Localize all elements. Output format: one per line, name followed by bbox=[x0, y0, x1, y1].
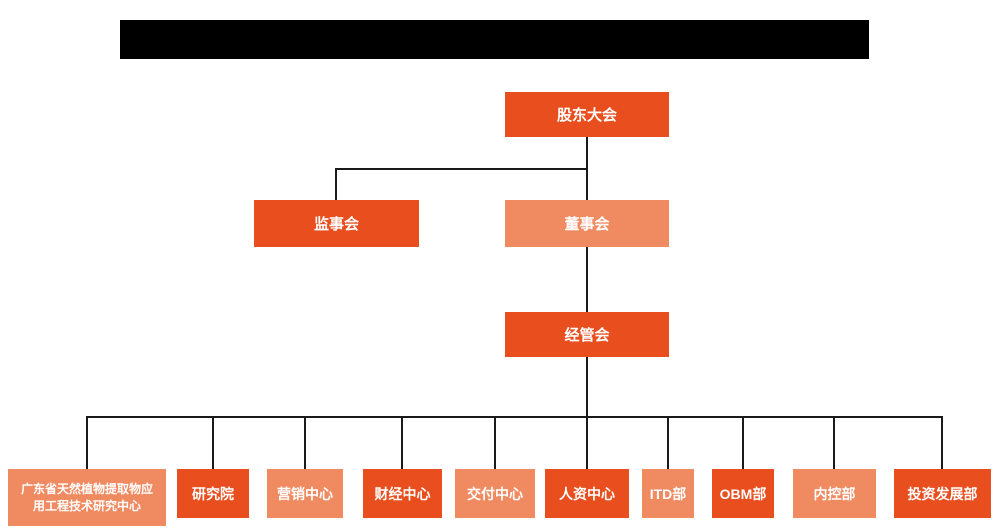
dept-delivery-center: 交付中心 bbox=[455, 469, 535, 518]
node-label: 董事会 bbox=[564, 216, 610, 233]
dept-investment-development: 投资发展部 bbox=[894, 469, 991, 518]
dept-label: 内控部 bbox=[813, 485, 856, 502]
dept-label: 广东省天然植物提取物应用工程技术研究中心 bbox=[20, 481, 153, 513]
dept-label: 财经中心 bbox=[374, 485, 431, 502]
connector-drop-obm bbox=[742, 416, 744, 469]
dept-label: 研究院 bbox=[192, 485, 234, 502]
connector-board-management bbox=[586, 247, 588, 312]
connector-drop-marketing-center bbox=[304, 416, 306, 469]
dept-label: ITD部 bbox=[649, 485, 687, 502]
connector-management-bus bbox=[586, 357, 588, 417]
dept-label: 营销中心 bbox=[277, 485, 333, 502]
dept-gd-plant-extract-research-center: 广东省天然植物提取物应用工程技术研究中心 bbox=[8, 469, 166, 526]
node-management-committee: 经管会 bbox=[505, 312, 669, 357]
node-board-of-directors: 董事会 bbox=[505, 200, 669, 247]
connector-drop-investment-development bbox=[941, 416, 943, 469]
connector-department-bus bbox=[86, 416, 943, 418]
node-label: 股东大会 bbox=[556, 107, 617, 124]
node-label: 监事会 bbox=[313, 216, 359, 233]
node-label: 经管会 bbox=[564, 327, 610, 344]
connector-drop-internal-control bbox=[833, 416, 835, 469]
dept-marketing-center: 营销中心 bbox=[267, 469, 343, 518]
dept-itd: ITD部 bbox=[642, 469, 694, 518]
connector-drop-itd bbox=[667, 416, 669, 469]
connector-drop-hr-center bbox=[586, 416, 588, 469]
dept-hr-center: 人资中心 bbox=[545, 469, 629, 518]
dept-label: 交付中心 bbox=[467, 485, 523, 502]
dept-internal-control: 内控部 bbox=[793, 469, 876, 518]
node-supervisory-board: 监事会 bbox=[254, 200, 419, 247]
dept-label: 投资发展部 bbox=[907, 485, 978, 502]
node-shareholders-meeting: 股东大会 bbox=[505, 92, 669, 137]
dept-finance-center: 财经中心 bbox=[363, 469, 442, 518]
dept-label: 人资中心 bbox=[559, 485, 615, 502]
connector-branch-horizontal bbox=[335, 168, 588, 170]
redacted-title-bar bbox=[120, 20, 869, 59]
connector-drop-research-institute bbox=[212, 416, 214, 469]
connector-drop-finance-center bbox=[401, 416, 403, 469]
dept-obm: OBM部 bbox=[712, 469, 774, 518]
dept-label: OBM部 bbox=[719, 485, 767, 502]
connector-drop-delivery-center bbox=[494, 416, 496, 469]
dept-research-institute: 研究院 bbox=[177, 469, 249, 518]
connector-supervisory-drop bbox=[335, 168, 337, 200]
connector-drop-research-center bbox=[86, 416, 88, 469]
